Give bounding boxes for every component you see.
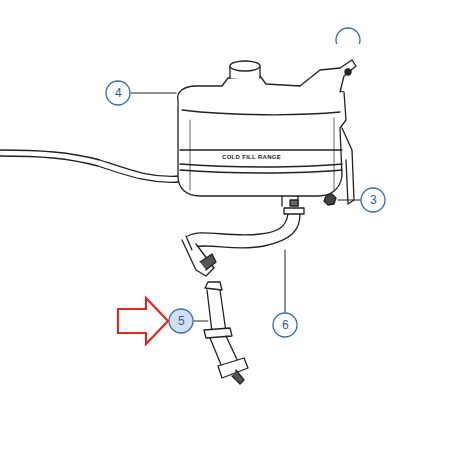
callout-number: 4 <box>115 87 122 99</box>
callout-number: 3 <box>370 194 377 206</box>
callout-number: 6 <box>282 319 289 331</box>
tank-marking: COLD FILL RANGE <box>222 154 281 160</box>
callout-number: 5 <box>178 315 185 327</box>
